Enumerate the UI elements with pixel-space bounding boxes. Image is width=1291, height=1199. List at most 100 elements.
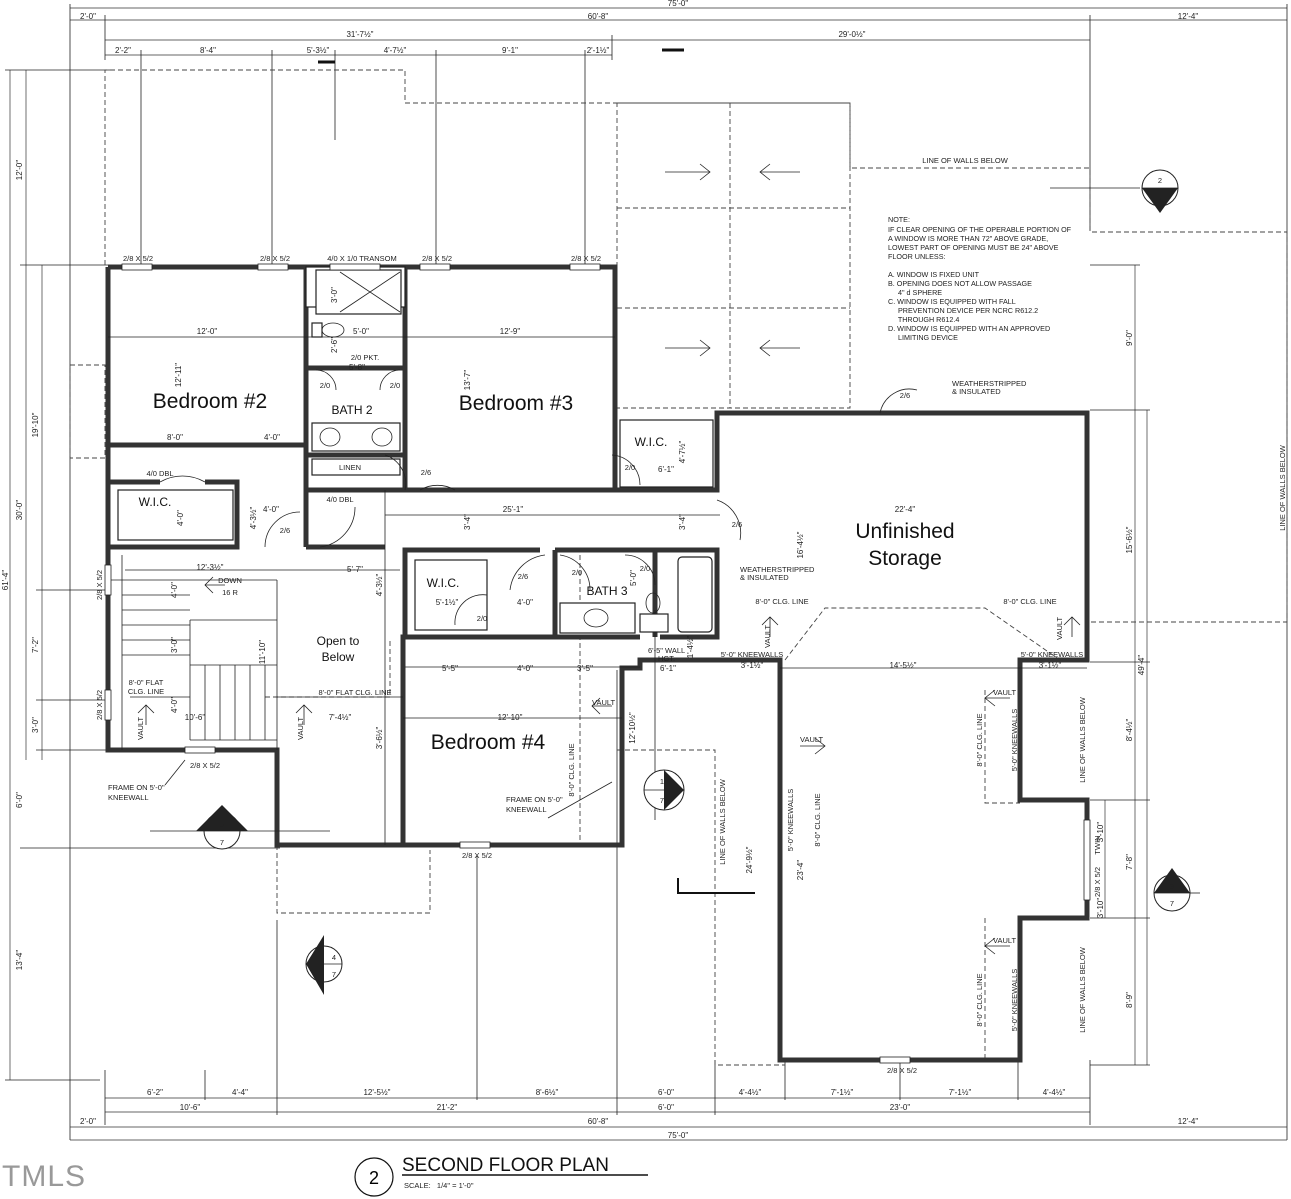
dim-bedroom4-4-0: 4'-0" — [517, 664, 533, 673]
section-pointer-icon — [306, 935, 324, 995]
label-clg-line-storage: 8'-0" CLG. LINE — [813, 793, 822, 846]
dim-bedroom4-12-10: 12'-10" — [498, 713, 523, 722]
arrow-left-icon — [591, 697, 612, 715]
sink-icon — [319, 427, 341, 447]
title-number-circle — [354, 1157, 394, 1197]
dim-top-seg-1: 2'-2" — [115, 46, 131, 55]
stair-treads — [122, 594, 277, 741]
door-swings — [159, 369, 918, 626]
dim-right-49-4: 49'-4" — [1137, 655, 1146, 676]
window-label: 2/8 X 5/2 — [190, 761, 220, 770]
room-linen: LINEN — [339, 463, 361, 472]
room-unfinished-storage-line2: Storage — [868, 547, 942, 570]
toilet-tank-icon — [639, 613, 669, 633]
dim-hall-4-0: 4'-0" — [263, 505, 279, 514]
dim-bottom2-seg-3: 6'-0" — [658, 1103, 674, 1112]
arrow-left-icon — [984, 937, 1010, 955]
label-wall-height-2: HGT. — [658, 654, 675, 663]
label-kneewalls-left: 5'-0" KNEEWALLS — [721, 650, 784, 659]
dim-bottom-seg-2: 4'-4" — [232, 1088, 248, 1097]
note-title: NOTE: — [888, 215, 910, 224]
window-icon — [121, 263, 153, 271]
exterior-walls — [105, 264, 1090, 1063]
section-number: 5 — [220, 820, 224, 829]
dim-bottom2-seg-4: 23'-0" — [890, 1103, 911, 1112]
arrow-left-icon — [204, 576, 225, 594]
dim-wic1-4-3: 4'-3½" — [249, 507, 258, 530]
bottom-dimension-strings: 6'-2" 4'-4" 12'-5½" 8'-6½" 6'-0" 4'-4½" … — [70, 670, 1287, 1141]
mls-watermark: TMLS — [2, 1160, 87, 1193]
dim-right-15-6: 15'-6½" — [1125, 526, 1134, 553]
label-line-walls-below-r3: LINE OF WALLS BELOW — [1078, 946, 1087, 1032]
room-wic-bedroom4: W.I.C. — [427, 576, 460, 590]
label-weatherstripped-1b: & INSULATED — [952, 387, 1001, 396]
section-pointer-icon — [1142, 188, 1178, 213]
dim-left-6-0: 6'-0" — [15, 792, 24, 808]
room-unfinished-storage-line1: Unfinished — [855, 520, 954, 543]
label-vault-4: VAULT — [592, 698, 615, 707]
dim-top-seg-5: 9'-1" — [502, 46, 518, 55]
room-bath-3: BATH 3 — [586, 584, 627, 598]
door-swing-icon — [379, 369, 401, 391]
label-vault-6: VAULT — [296, 717, 305, 740]
door-swing-icon — [509, 554, 546, 591]
dim-bottom-seg-3: 12'-5½" — [363, 1088, 390, 1097]
room-bedroom-2: Bedroom #2 — [153, 390, 267, 413]
window-label: 2/8 X 5/2 — [422, 254, 452, 263]
door-swing-icon — [315, 369, 337, 391]
label-frame-kneewall-1b: KNEEWALL — [108, 793, 149, 802]
dim-knee-3-1b: 3'-1½" — [1039, 661, 1062, 670]
label-kneewalls-right: 5'-0" KNEEWALLS — [1021, 650, 1084, 659]
window-label: 2/8 X 5/2 — [95, 690, 104, 720]
door-double-label: 4/0 DBL — [146, 469, 173, 478]
arrow-up-icon — [137, 704, 155, 725]
arrow-right-icon — [665, 163, 711, 181]
dim-bath3-5-0: 5'-0" — [629, 570, 638, 586]
toilet-bowl-icon — [321, 322, 345, 338]
room-open-to-line2: Below — [322, 650, 355, 664]
section-marker-5: 5 7 — [150, 805, 330, 850]
door-swing-icon — [419, 484, 456, 491]
dim-bottom-main: 60'-8" — [588, 1117, 609, 1126]
dim-hall-3-4a: 3'-4" — [463, 514, 472, 530]
dim-top-seg-3: 5'-3½" — [307, 46, 330, 55]
arrow-left-icon — [984, 689, 1010, 707]
arrow-left-icon — [759, 339, 800, 357]
title-block: 2 SECOND FLOOR PLAN SCALE: 1/4" = 1'-0" — [354, 1155, 648, 1197]
dim-bedroom4-5-5: 5'-5" — [442, 664, 458, 673]
door-swing-icon — [879, 388, 918, 414]
annotation-labels: LINE OF WALLS BELOW LINE OF WALLS BELOW … — [108, 156, 1287, 1033]
dim-top-seg-4: 4'-7½" — [384, 46, 407, 55]
dim-right-9-0: 9'-0" — [1125, 330, 1134, 346]
dim-left-12: 12'-0" — [15, 160, 24, 181]
dim-wic2-5-1: 5'-1½" — [436, 598, 459, 607]
door-double-label: 4/0 DBL — [326, 495, 353, 504]
window-label: 2/8 X 5/2 — [260, 254, 290, 263]
section-number: 3 — [1170, 882, 1174, 891]
dim-bottom-seg-7: 7'-1½" — [831, 1088, 854, 1097]
window-icon — [879, 1056, 911, 1064]
door-pocket-label: 2/0 PKT. — [351, 353, 379, 362]
dim-left-19-10: 19'-10" — [31, 412, 40, 437]
dim-bottom-seg-1: 6'-2" — [147, 1088, 163, 1097]
left-dimension-strings: 61'-4" 30'-0" 12'-0" 19'-10" 7'-2" 3'-0"… — [1, 69, 280, 1081]
toilet-tank-icon — [311, 322, 323, 338]
dim-top-right-section: 29'-0½" — [838, 30, 865, 39]
note-line: FLOOR UNLESS: — [888, 252, 946, 261]
window-icon — [184, 746, 216, 754]
dim-wic2-4-0: 4'-0" — [517, 598, 533, 607]
dim-storage-24-9: 24'-9½" — [745, 846, 754, 873]
door-swing-icon — [264, 511, 301, 548]
bathtub-icon — [677, 556, 713, 633]
door-swing-icon — [384, 454, 407, 491]
room-bath-2: BATH 2 — [331, 403, 372, 417]
dim-bottom-seg-9: 4'-4½" — [1043, 1088, 1066, 1097]
dim-bottom-seg-4: 8'-6½" — [536, 1088, 559, 1097]
label-weatherstripped-1a: WEATHERSTRIPPED — [952, 379, 1027, 388]
label-clg-line-r2: 8'-0" CLG. LINE — [975, 973, 984, 1026]
dim-bedroom2-width: 12'-0" — [197, 327, 218, 336]
dim-storage-22-4: 22'-4" — [895, 505, 916, 514]
door-label: 2/0 — [625, 463, 635, 472]
label-flat-clg-line: 8'-0" FLAT CLG. LINE — [318, 688, 391, 697]
